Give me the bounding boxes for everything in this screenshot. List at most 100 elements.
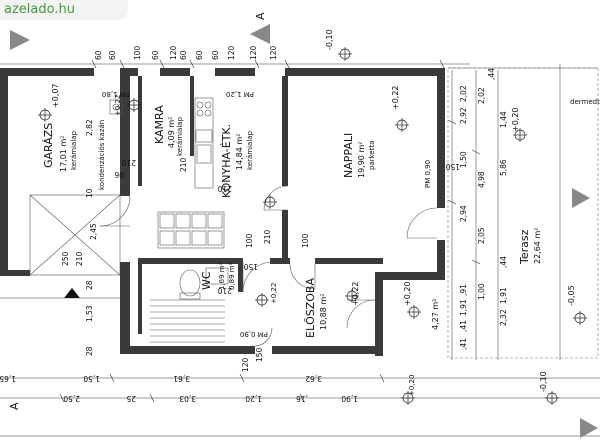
dim-top: 100 <box>133 45 142 60</box>
level-kamra: +0,22 <box>114 95 122 116</box>
level-mark-top-right: -0,10 <box>325 29 334 50</box>
section-arrow-bottom-right <box>580 418 598 438</box>
dim-inner: 120 <box>241 357 250 372</box>
dim-inner: 210 <box>121 158 136 167</box>
pm-kamra: PM 1,80 <box>102 90 130 98</box>
dim-inner: 150 <box>445 162 460 171</box>
konyha-floor: kerámialap <box>246 130 254 170</box>
entry-level: +0,20 <box>403 281 412 306</box>
terasz-name: Terasz <box>518 229 531 265</box>
dim-right: ,44 <box>499 256 508 268</box>
terasz-level: +0,20 <box>511 107 520 132</box>
dermedt-label: dermedt <box>570 98 600 106</box>
dim-right: 1,91 <box>499 287 508 304</box>
eloszoba-name: ELŐSZOBA <box>303 278 317 338</box>
garage-level: +0,07 <box>51 83 60 108</box>
dim-inner: 210 <box>263 229 272 244</box>
konyha-name: KONYHA-ÉTK. <box>220 124 233 198</box>
dim-bottom: 2,50 <box>63 394 80 403</box>
north-marker <box>64 288 80 298</box>
terasz-area: 22,64 m² <box>533 228 542 264</box>
dim-inner: 210 <box>217 184 232 193</box>
top-dimensions: 60 60 100 60 120 60 60 60 120 120 120 <box>94 45 278 60</box>
dim-right: 1,00 <box>477 283 486 300</box>
garage-opening-hatch <box>29 194 121 276</box>
nappali-area: 19,90 m² <box>357 142 366 178</box>
dim-inner: 150 <box>255 347 264 362</box>
garage-name: GARÁZS <box>42 123 55 168</box>
dim-top: 120 <box>249 45 258 60</box>
kamra-area: 4,09 m² <box>167 117 176 148</box>
dim-right: 2,92 <box>459 107 468 124</box>
dim-right: ,41 <box>459 320 468 332</box>
eloszoba-area: 10,88 m² <box>319 294 328 330</box>
dim-top: 120 <box>269 45 278 60</box>
misc-labels: kondenzációs kazán PM 1,80 PM 1,20 PM 0,… <box>8 12 600 410</box>
eloszoba-level: +0,22 <box>351 281 360 306</box>
level-bottom-mid: +0,20 <box>408 375 416 396</box>
section-arrow-right <box>572 188 590 208</box>
dim-inner: 06 <box>114 170 124 179</box>
dim-right: 1,91 <box>459 299 468 316</box>
dim-inner: 100 <box>301 233 310 248</box>
wc-area-2: 0,89 m² <box>228 262 236 290</box>
axis-mark-top: A <box>254 12 267 20</box>
dim-top: 60 <box>211 50 220 60</box>
walls <box>0 68 445 356</box>
level-wc: +0,22 <box>270 283 278 304</box>
dim-inner: 2,45 <box>89 223 98 240</box>
dim-top: 120 <box>227 45 236 60</box>
dim-right: 2,02 <box>459 85 468 102</box>
dim-inner: 100 <box>245 233 254 248</box>
nappali-name: NAPPALI <box>342 133 355 178</box>
dim-inner: 2,82 <box>85 119 94 136</box>
dim-top: 60 <box>108 50 117 60</box>
dim-right: 2,05 <box>477 227 486 244</box>
dim-right: 5,86 <box>499 159 508 176</box>
dim-bottom: 3,61 <box>173 374 190 383</box>
right-dimensions: 2,92 1,50 4,98 2,94 2,05 ,91 1,00 1,91 ,… <box>459 68 508 350</box>
dim-right: ,91 <box>459 284 468 296</box>
dim-top: 120 <box>169 45 178 60</box>
entry-area: 4,27 m² <box>431 299 440 330</box>
dim-inner: 28 <box>85 280 94 290</box>
dim-inner: 150 <box>243 262 258 271</box>
dim-top: 60 <box>179 50 188 60</box>
dim-top: 60 <box>151 50 160 60</box>
room-labels: GARÁZS 17,01 m² kerámialap +0,07 KAMRA 4… <box>42 83 542 338</box>
level-mark-bottom-right: -0,10 <box>539 371 548 392</box>
garage-floor: kerámialap <box>70 130 78 170</box>
level-markers <box>38 47 587 405</box>
bottom-dimensions: 1,50 3,61 3,62 2,50 25 3,03 1,20 ,16 1,9… <box>0 374 358 403</box>
dim-right: 2,02 <box>477 87 486 104</box>
dim-inner: 28 <box>85 346 94 356</box>
dim-bottom: 1,90 <box>341 394 358 403</box>
dim-right: 1,50 <box>459 151 468 168</box>
dim-inner: 250 <box>61 251 70 266</box>
nappali-level: +0,22 <box>391 85 400 110</box>
wc-name: WC <box>200 271 213 290</box>
section-arrows <box>0 24 598 438</box>
dim-right: 2,94 <box>459 205 468 222</box>
dim-top: 60 <box>94 50 103 60</box>
kazan-label: kondenzációs kazán <box>98 120 106 190</box>
dim-bottom: 3,62 <box>305 374 322 383</box>
axis-mark-left: A <box>8 402 21 410</box>
nappali-floor: parketta <box>368 140 376 170</box>
terrace-outline <box>447 67 599 359</box>
dim-right: ,41 <box>459 338 468 350</box>
kamra-floor: kerámialap <box>176 116 184 156</box>
dim-bottom: 3,03 <box>179 394 196 403</box>
dim-bottom: 25 <box>126 394 136 403</box>
garage-area: 17,01 m² <box>59 136 68 172</box>
pm-konyha: PM 1,20 <box>226 90 254 98</box>
wc-area: 1,69 m² <box>218 262 226 290</box>
dim-bottom: 1,65 <box>0 374 16 383</box>
dimension-lines <box>0 59 600 437</box>
dim-inner: 210 <box>75 251 84 266</box>
watermark: azelado.hu <box>0 0 128 20</box>
dim-right: ,44 <box>487 68 496 80</box>
dim-bottom: 1,50 <box>83 374 100 383</box>
dim-top: 60 <box>195 50 204 60</box>
